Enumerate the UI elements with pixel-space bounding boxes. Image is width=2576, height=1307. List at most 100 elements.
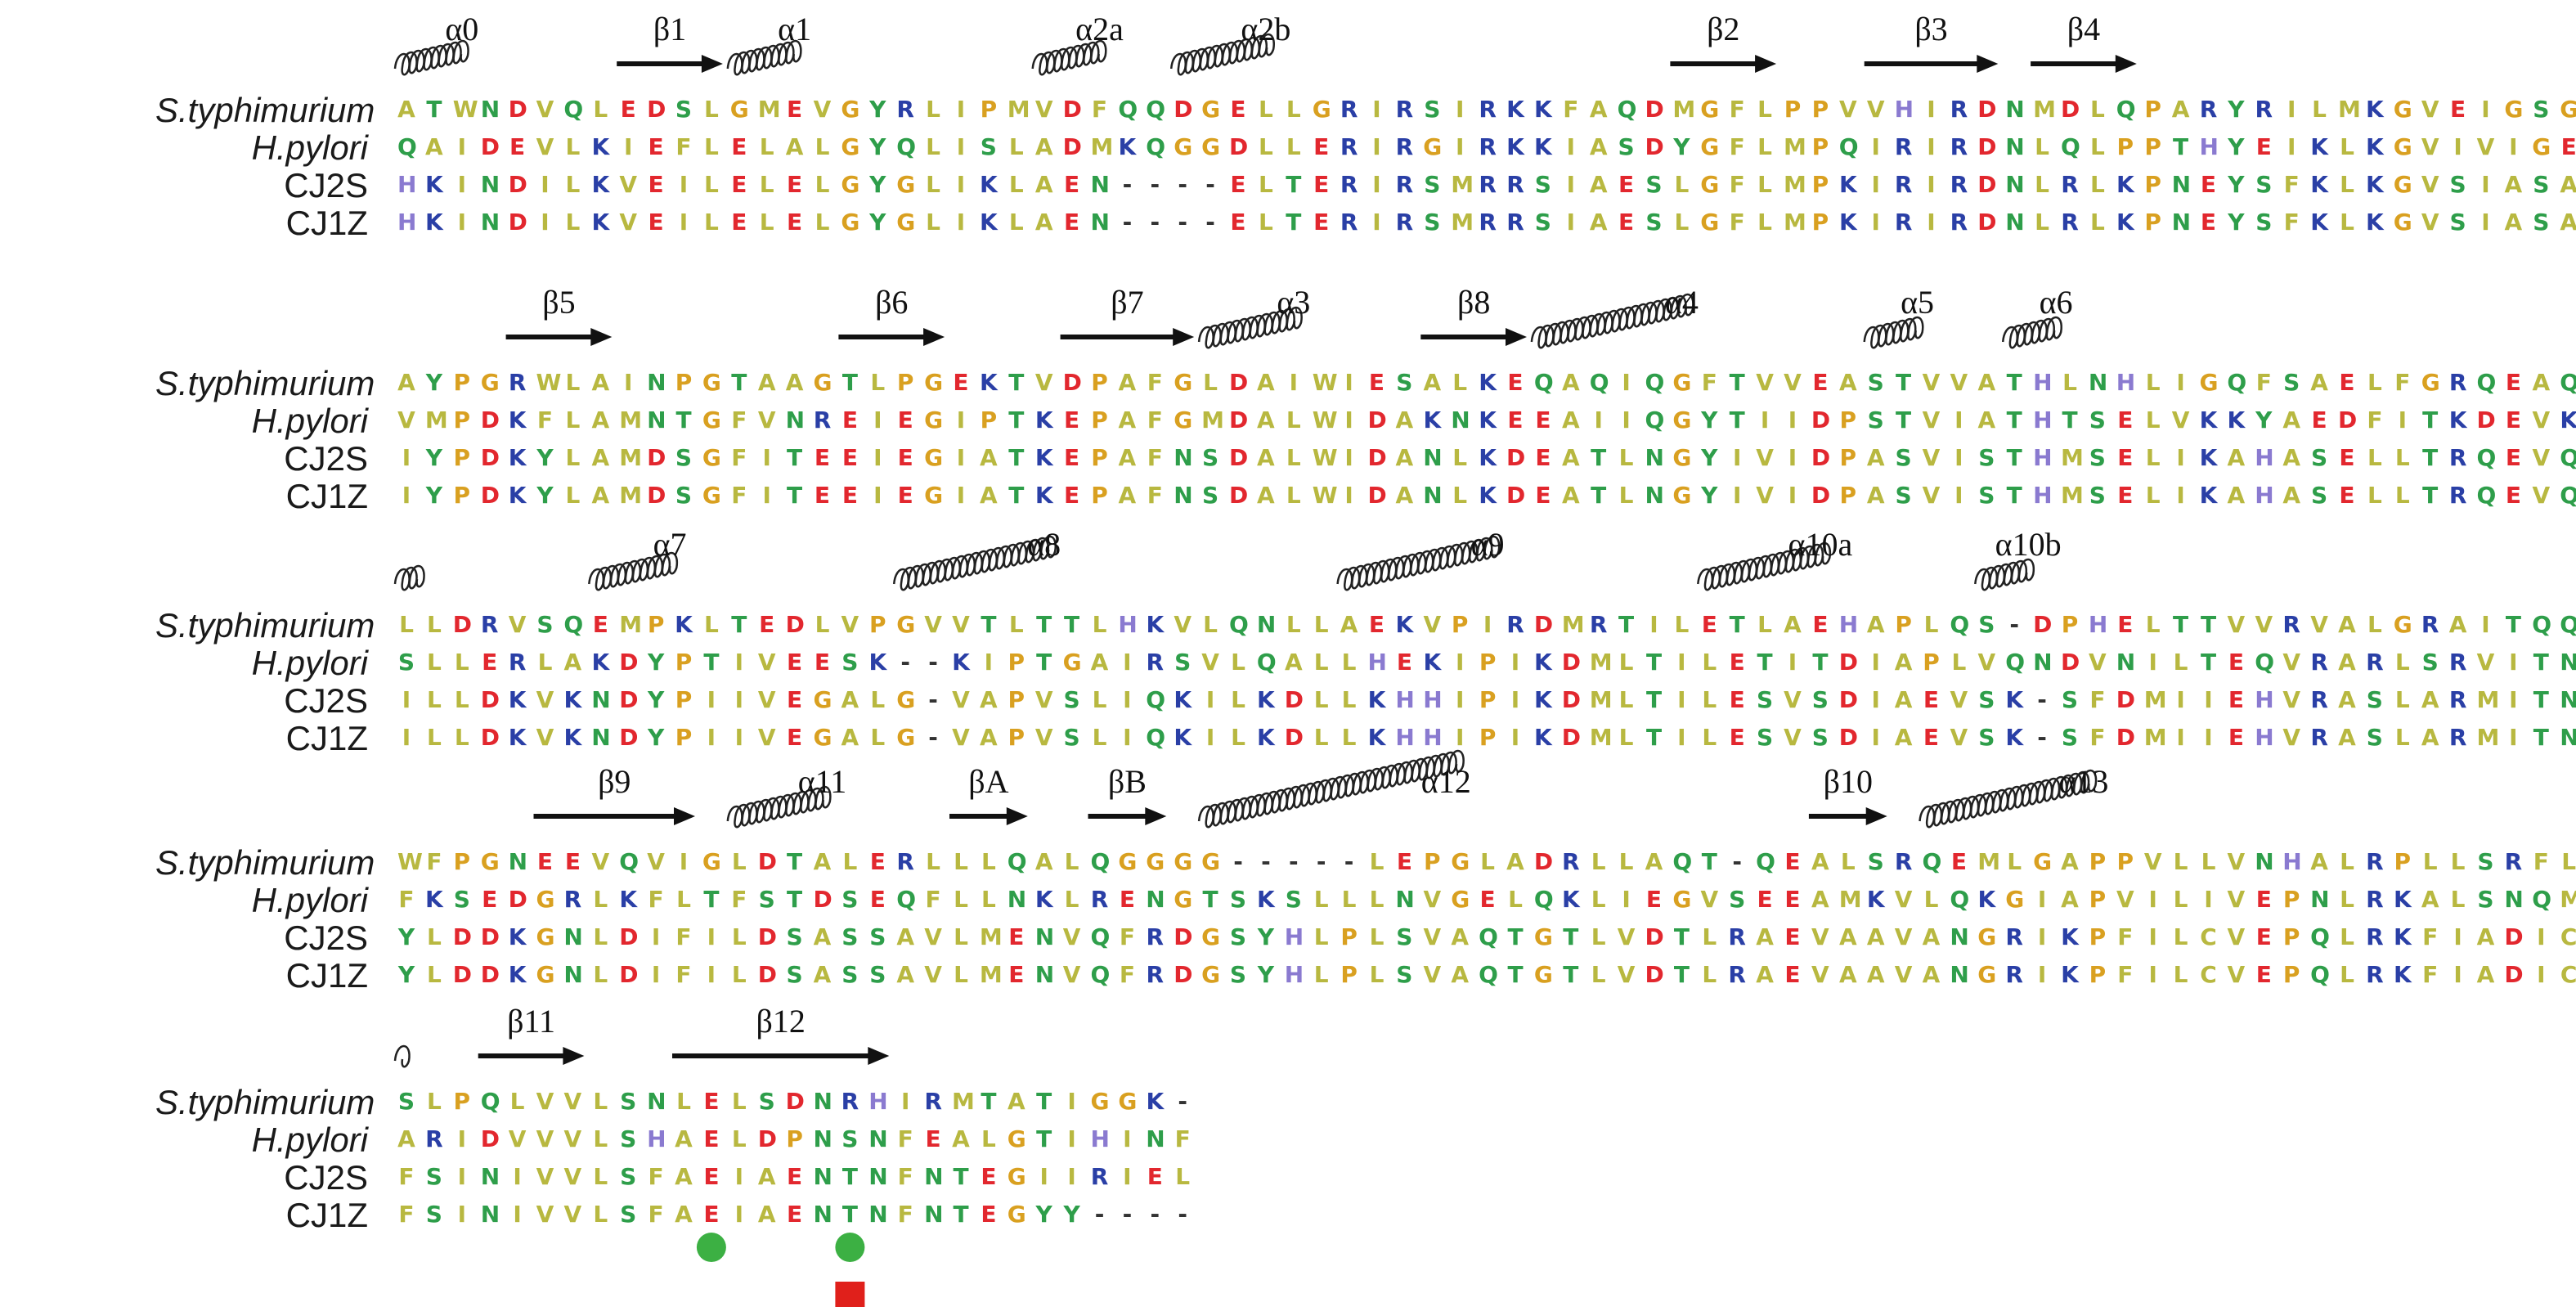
residue: I xyxy=(1622,886,1631,913)
residue: R xyxy=(1479,133,1497,160)
residue: S xyxy=(1285,886,1302,913)
residue: G xyxy=(1007,1163,1026,1190)
residue: I xyxy=(1954,482,1963,509)
residue: L xyxy=(2561,848,2576,875)
residue: F xyxy=(1147,482,1163,509)
residue: E xyxy=(1230,171,1246,198)
residue: N xyxy=(2088,369,2108,396)
residue: V xyxy=(536,1125,554,1152)
residue: L xyxy=(426,724,442,751)
residue: Y xyxy=(536,482,554,509)
residue: A xyxy=(1395,406,1414,433)
residue: D xyxy=(2061,649,2080,676)
alpha-helix-label: α4 xyxy=(1664,284,1699,321)
residue: R xyxy=(1506,611,1524,638)
residue: L xyxy=(1203,611,1218,638)
residue: M xyxy=(2143,724,2167,751)
residue: W xyxy=(397,848,423,875)
residue: A xyxy=(1866,961,1885,988)
residue: K xyxy=(2560,406,2576,433)
alpha-helix-coil xyxy=(726,39,802,76)
residue: R xyxy=(2282,611,2300,638)
residue: V xyxy=(1922,482,1941,509)
residue: R xyxy=(508,649,527,676)
residue: Y xyxy=(397,923,415,950)
residue: L xyxy=(2173,848,2188,875)
residue: T xyxy=(1591,482,1607,509)
residue: - xyxy=(1344,848,1354,875)
residue: L xyxy=(1923,886,1939,913)
residue: I xyxy=(1677,649,1686,676)
beta-strand-label: β11 xyxy=(507,1003,555,1040)
residue: L xyxy=(1064,886,1079,913)
residue: D xyxy=(1229,482,1249,509)
residue: V xyxy=(536,1088,554,1115)
residue: P xyxy=(2282,961,2300,988)
residue: V xyxy=(508,611,527,638)
residue: V xyxy=(1894,886,1913,913)
residue: A xyxy=(1866,482,1885,509)
alpha-helix-label: α13 xyxy=(2058,763,2109,800)
residue: A xyxy=(1034,209,1053,236)
species-label: CJ2S xyxy=(284,166,368,204)
residue: G xyxy=(702,369,721,396)
residue: - xyxy=(1122,1201,1133,1228)
residue: M xyxy=(1451,209,1474,236)
species-label: H.pylori xyxy=(251,644,368,682)
residue: M xyxy=(1784,171,1806,198)
residue: L xyxy=(703,133,719,160)
beta-strand-arrowhead xyxy=(868,1047,890,1065)
residue: V xyxy=(1201,649,1219,676)
residue: L xyxy=(454,686,469,713)
residue: D xyxy=(1174,961,1193,988)
residue: E xyxy=(1147,1163,1163,1190)
residue: A xyxy=(757,369,776,396)
residue: I xyxy=(457,1201,466,1228)
residue: A xyxy=(1645,848,1663,875)
beta-strand-arrowhead xyxy=(1145,807,1167,825)
residue: K xyxy=(425,886,443,913)
residue: L xyxy=(1618,848,1634,875)
residue: E xyxy=(1064,444,1080,471)
residue: N xyxy=(480,96,500,123)
residue: A xyxy=(2338,686,2356,713)
residue: K xyxy=(1561,886,1580,913)
residue: A xyxy=(1561,482,1580,509)
residue: V xyxy=(2282,686,2301,713)
residue: E xyxy=(1535,406,1551,433)
residue: G xyxy=(1174,848,1193,875)
residue: T xyxy=(731,369,747,396)
residue: F xyxy=(2394,369,2411,396)
residue: R xyxy=(2199,96,2218,123)
species-label: CJ1Z xyxy=(285,477,368,515)
residue: M xyxy=(1589,686,1613,713)
residue: L xyxy=(2145,406,2161,433)
residue: S xyxy=(1811,686,1829,713)
residue: S xyxy=(1978,686,1995,713)
residue: I xyxy=(1760,406,1770,433)
residue: S xyxy=(841,649,859,676)
residue: H xyxy=(868,1088,888,1115)
residue: M xyxy=(1589,724,1613,751)
residue: H xyxy=(647,1125,666,1152)
residue: P xyxy=(453,369,471,396)
residue: T xyxy=(981,611,997,638)
residue: L xyxy=(926,209,941,236)
residue: L xyxy=(2173,923,2188,950)
residue: P xyxy=(453,1088,471,1115)
residue: L xyxy=(759,171,774,198)
residue: A xyxy=(1284,649,1303,676)
residue: F xyxy=(648,1201,664,1228)
residue: E xyxy=(1368,611,1385,638)
residue: V xyxy=(757,724,776,751)
residue: A xyxy=(1561,406,1580,433)
residue: I xyxy=(651,961,661,988)
residue: M xyxy=(2560,886,2576,913)
residue: E xyxy=(787,171,803,198)
residue: I xyxy=(1039,1163,1048,1190)
residue: P xyxy=(1479,724,1497,751)
residue: I xyxy=(1732,444,1742,471)
residue: H xyxy=(397,209,417,236)
species-label: CJ2S xyxy=(284,1158,368,1197)
residue: P xyxy=(2089,923,2107,950)
